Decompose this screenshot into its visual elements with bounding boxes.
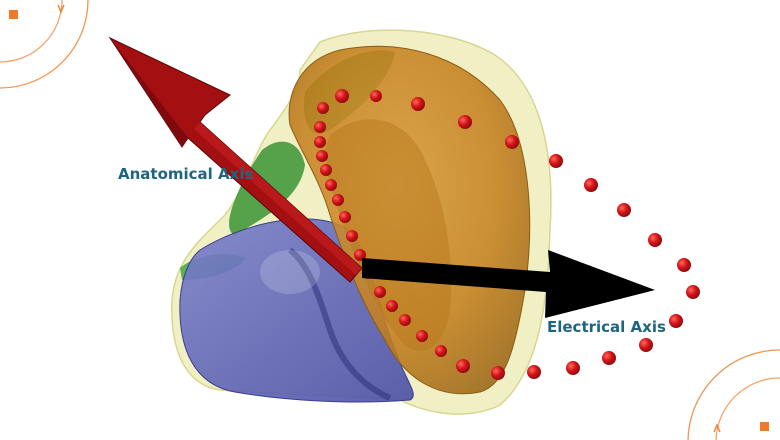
- electrode-dot: [505, 135, 519, 149]
- electrode-dot: [458, 115, 472, 129]
- left-chamber-highlight: [260, 250, 320, 294]
- electrode-dot: [669, 314, 683, 328]
- electrode-dot: [317, 102, 329, 114]
- electrode-dot: [584, 178, 598, 192]
- electrode-dot: [617, 203, 631, 217]
- electrode-dot: [686, 285, 700, 299]
- electrical-axis-label: Electrical Axis: [547, 318, 666, 336]
- electrode-dot: [335, 89, 349, 103]
- electrode-dot: [370, 90, 382, 102]
- electrode-dot: [416, 330, 428, 342]
- electrode-dot: [648, 233, 662, 247]
- electrode-dot: [491, 366, 505, 380]
- electrode-dot: [316, 150, 328, 162]
- electrode-dot: [354, 249, 366, 261]
- electrode-dot: [314, 136, 326, 148]
- electrode-dot: [339, 211, 351, 223]
- electrode-dot: [325, 179, 337, 191]
- electrode-dot: [314, 121, 326, 133]
- anatomical-axis-arrow: [108, 36, 363, 283]
- orange-ripple-icon: [687, 349, 780, 440]
- electrode-dot: [386, 300, 398, 312]
- electrode-dot: [346, 230, 358, 242]
- anatomical-axis-label: Anatomical Axis: [118, 165, 254, 183]
- electrode-dot: [566, 361, 580, 375]
- electrode-dot: [639, 338, 653, 352]
- electrode-dot: [399, 314, 411, 326]
- electrode-dots: [314, 89, 700, 380]
- electrode-dot: [435, 345, 447, 357]
- electrode-dot: [456, 359, 470, 373]
- electrode-dot: [549, 154, 563, 168]
- electrode-dot: [527, 365, 541, 379]
- right-chamber-inner: [325, 119, 452, 351]
- electrode-dot: [677, 258, 691, 272]
- left-chamber-fold: [288, 247, 392, 401]
- electrode-dot: [411, 97, 425, 111]
- electrical-axis-arrow: [362, 250, 655, 318]
- electrode-dot: [374, 286, 386, 298]
- orange-ripple-icon: [0, 0, 89, 89]
- electrode-dot: [320, 164, 332, 176]
- electrode-dot: [602, 351, 616, 365]
- electrode-dot: [332, 194, 344, 206]
